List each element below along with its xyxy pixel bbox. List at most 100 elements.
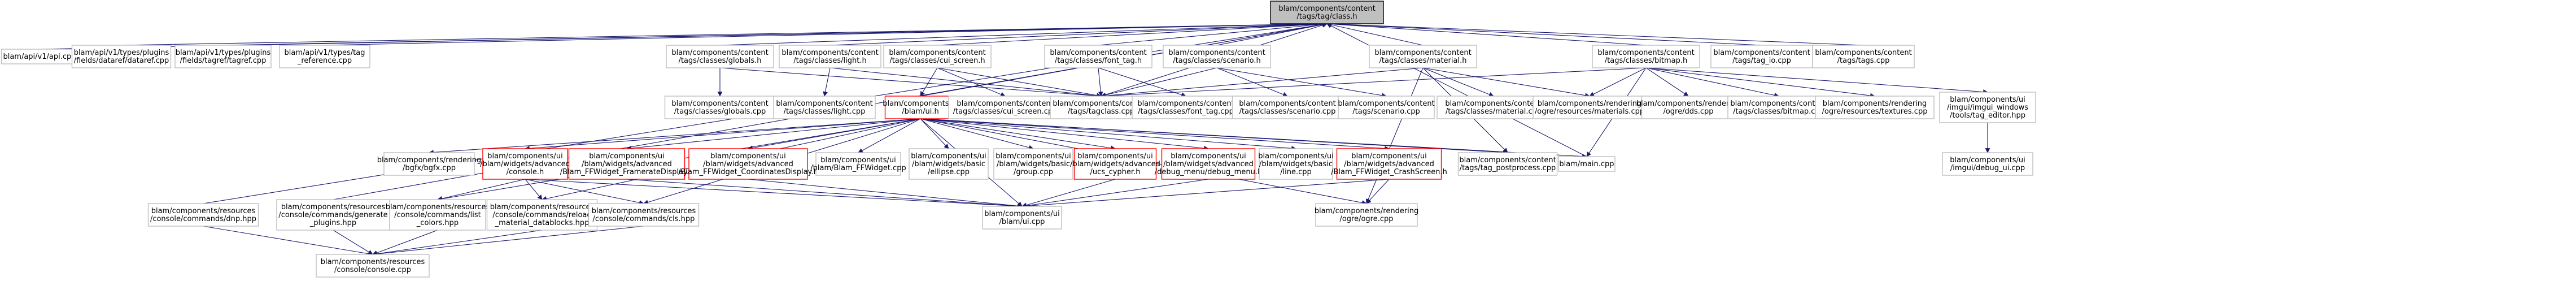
node-box[interactable] (1369, 45, 1477, 68)
node-box[interactable] (688, 148, 808, 180)
node-box[interactable] (1163, 45, 1271, 68)
node-box[interactable] (174, 45, 272, 68)
node-box[interactable] (1259, 148, 1333, 180)
node-ui_cpp[interactable]: blam/components/ui/blam/ui.cpp (982, 206, 1062, 230)
node-box[interactable] (773, 96, 876, 119)
node-box[interactable] (1315, 203, 1418, 227)
node-box[interactable] (1161, 148, 1256, 180)
node-box[interactable] (993, 148, 1073, 180)
node-box[interactable] (884, 96, 957, 119)
node-material_cpp[interactable]: blam/components/content/tags/classes/mat… (1437, 96, 1551, 119)
node-box[interactable] (815, 152, 901, 176)
node-box[interactable] (1044, 45, 1152, 68)
node-ffwidget[interactable]: blam/components/ui/blam/Blam_FFWidget.cp… (810, 152, 906, 176)
node-tag_postprocess[interactable]: blam/components/content/tags/tag_postpro… (1457, 152, 1558, 176)
node-cmd_cls[interactable]: blam/components/resources/console/comman… (588, 203, 700, 227)
node-light_h[interactable]: blam/components/content/tags/classes/lig… (779, 45, 881, 68)
node-box[interactable] (982, 206, 1062, 230)
node-coords[interactable]: blam/components/ui/blam/widgets/advanced… (678, 148, 818, 180)
node-tags_cpp[interactable]: blam/components/content/tags/tags.cpp (1812, 45, 1915, 68)
node-box[interactable] (1437, 96, 1551, 119)
node-tag_io[interactable]: blam/components/content/tags/tag_io.cpp (1710, 45, 1813, 68)
node-box[interactable] (279, 45, 370, 68)
node-box[interactable] (276, 199, 390, 231)
node-box[interactable] (909, 148, 989, 180)
node-font_tag_cpp[interactable]: blam/components/content/tags/classes/fon… (1132, 96, 1240, 119)
node-cui_screen_h[interactable]: blam/components/content/tags/classes/cui… (883, 45, 992, 68)
node-debug_menu[interactable]: blam/components/ui/blam/widgets/advanced… (1155, 148, 1262, 180)
node-scenario_cpp[interactable]: blam/components/content/tags/classes/sce… (1232, 96, 1343, 119)
node-dataref[interactable]: blam/api/v1/types/plugins/fields/dataref… (71, 45, 172, 68)
node-label-line: /bgfx/bgfx.cpp (403, 164, 456, 172)
node-box[interactable] (1641, 96, 1736, 119)
node-cmd_generate[interactable]: blam/components/resources/console/comman… (276, 199, 390, 231)
node-box[interactable] (316, 254, 430, 278)
node-box[interactable] (1815, 96, 1935, 119)
node-box[interactable] (1727, 96, 1830, 119)
node-ui_h[interactable]: blam/components/ui/blam/ui.h (883, 96, 958, 119)
node-box[interactable] (486, 199, 598, 231)
node-group[interactable]: blam/components/ui/blam/widgets/basic/gr… (993, 148, 1073, 180)
node-imgui_tag_editor[interactable]: blam/components/ui/imgui/imgui_windows/t… (1939, 92, 2036, 123)
node-scenario_cpp2[interactable]: blam/components/content/tags/scenario.cp… (1338, 96, 1435, 119)
node-globals_h[interactable]: blam/components/content/tags/classes/glo… (666, 45, 774, 68)
node-ellipse[interactable]: blam/components/ui/blam/widgets/basic/el… (909, 148, 989, 180)
node-box[interactable] (1338, 96, 1435, 119)
node-cmd_reload[interactable]: blam/components/resources/console/comman… (486, 199, 598, 231)
node-box[interactable] (588, 203, 700, 227)
node-ogre_dds[interactable]: blam/components/rendering/ogre/dds.cpp (1636, 96, 1741, 119)
node-bitmap_cpp[interactable]: blam/components/content/tags/classes/bit… (1727, 96, 1830, 119)
node-box[interactable] (1942, 152, 2033, 176)
node-material_h[interactable]: blam/components/content/tags/classes/mat… (1369, 45, 1477, 68)
edge-tagreference-to-root (324, 21, 1328, 46)
edge-dataref-to-root (121, 21, 1328, 46)
node-res_materials[interactable]: blam/components/rendering/ogre/resources… (1532, 96, 1647, 119)
node-box[interactable] (1457, 152, 1558, 176)
node-box[interactable] (1939, 92, 2036, 123)
node-box[interactable] (779, 45, 881, 68)
node-box[interactable] (383, 152, 475, 176)
node-cui_screen_cpp[interactable]: blam/components/content/tags/classes/cui… (948, 96, 1062, 119)
node-box[interactable] (1558, 156, 1616, 172)
node-box[interactable] (883, 45, 992, 68)
node-tagref[interactable]: blam/api/v1/types/plugins/fields/tagref/… (174, 45, 272, 68)
node-line[interactable]: blam/components/ui/blam/widgets/basic/li… (1258, 148, 1334, 180)
node-box[interactable] (948, 96, 1062, 119)
node-box[interactable] (147, 203, 259, 227)
node-root[interactable]: blam/components/content/tags/tag/class.h (1270, 1, 1384, 24)
node-blam_main[interactable]: blam/main.cpp (1558, 156, 1616, 172)
node-box[interactable] (1336, 148, 1442, 180)
node-box[interactable] (71, 45, 172, 68)
node-box[interactable] (1270, 1, 1384, 24)
node-box[interactable] (1592, 45, 1700, 68)
node-crash[interactable]: blam/components/ui/blam/widgets/advanced… (1331, 148, 1447, 180)
node-box[interactable] (568, 148, 686, 180)
edge-tags_cpp-to-root (1326, 21, 1864, 46)
node-api[interactable]: blam/api/v1/api.cpp (1, 49, 78, 64)
node-bitmap_h[interactable]: blam/components/content/tags/classes/bit… (1592, 45, 1700, 68)
node-res_textures[interactable]: blam/components/rendering/ogre/resources… (1815, 96, 1935, 119)
node-console_h[interactable]: blam/components/ui/blam/widgets/advanced… (480, 148, 570, 180)
node-cmd_list_colors[interactable]: blam/components/resources/console/comman… (386, 199, 490, 231)
node-bgfx[interactable]: blam/components/rendering/bgfx/bgfx.cpp (377, 152, 482, 176)
node-box[interactable] (664, 96, 776, 119)
node-imgui_debug_ui[interactable]: blam/components/ui/imgui/debug_ui.cpp (1942, 152, 2033, 176)
node-ogre_cpp[interactable]: blam/components/rendering/ogre/ogre.cpp (1315, 203, 1419, 227)
node-box[interactable] (666, 45, 774, 68)
node-cmd_dnp[interactable]: blam/components/resources/console/comman… (147, 203, 259, 227)
node-tagreference[interactable]: blam/api/v1/types/tag_reference.cpp (279, 45, 370, 68)
node-box[interactable] (1, 49, 78, 64)
node-ucs_cypher[interactable]: blam/components/ui/blam/widgets/advanced… (1070, 148, 1160, 180)
node-box[interactable] (482, 148, 568, 180)
node-light_cpp[interactable]: blam/components/content/tags/classes/lig… (773, 96, 876, 119)
node-framerate[interactable]: blam/components/ui/blam/widgets/advanced… (560, 148, 694, 180)
node-box[interactable] (1232, 96, 1343, 119)
node-scenario_h[interactable]: blam/components/content/tags/classes/sce… (1163, 45, 1271, 68)
node-box[interactable] (389, 199, 486, 231)
node-box[interactable] (1812, 45, 1915, 68)
node-box[interactable] (1073, 148, 1157, 180)
node-console_cpp[interactable]: blam/components/resources/console/consol… (316, 254, 430, 278)
node-globals_cpp[interactable]: blam/components/content/tags/classes/glo… (664, 96, 776, 119)
node-font_tag_h[interactable]: blam/components/content/tags/classes/fon… (1044, 45, 1152, 68)
node-label-line: blam/components/content (1459, 156, 1556, 165)
